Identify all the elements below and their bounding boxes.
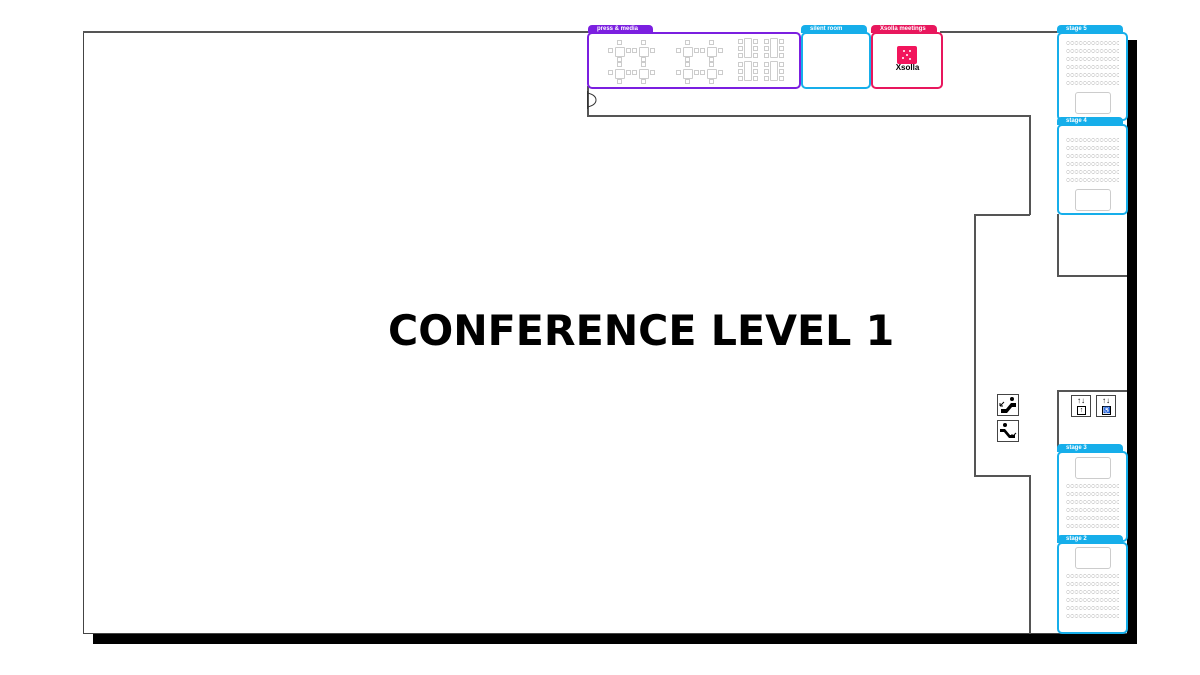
seat-row (1066, 41, 1119, 45)
seat-row (1066, 146, 1119, 150)
room-stage-5[interactable] (1057, 32, 1128, 121)
right-block-upper-bottom (1057, 275, 1127, 277)
long-table-icon (737, 38, 759, 58)
seat-row (1066, 508, 1119, 512)
room-label: silent room (810, 26, 843, 32)
seat-row (1066, 524, 1119, 528)
long-table-icon (763, 61, 785, 81)
table-icon (631, 40, 655, 62)
xsolla-logo-icon (897, 46, 917, 64)
seat-row (1066, 574, 1119, 578)
notch-left (974, 214, 976, 476)
seat-row (1066, 606, 1119, 610)
room-stage-4[interactable] (1057, 124, 1128, 215)
seat-row (1066, 73, 1119, 77)
seat-row (1066, 178, 1119, 182)
right-block-lower-left (1057, 390, 1059, 450)
room-label: stage 3 (1066, 445, 1087, 451)
seat-row (1066, 500, 1119, 504)
inner-right-wall-upper (1029, 115, 1031, 215)
table-icon (675, 62, 699, 84)
room-stage-2[interactable] (1057, 542, 1128, 634)
room-tab-press-media: press & media (588, 25, 653, 33)
seat-row (1066, 57, 1119, 61)
escalator-down-icon (997, 420, 1019, 442)
table-icon (675, 40, 699, 62)
stage-screen (1075, 547, 1111, 569)
long-table-icon (737, 61, 759, 81)
table-icon (607, 62, 631, 84)
room-press-media[interactable] (587, 32, 801, 89)
seat-row (1066, 484, 1119, 488)
floor-shadow-bottom (93, 633, 1137, 644)
room-silent-room[interactable] (801, 32, 871, 89)
notch-bottom (974, 475, 1030, 477)
seat-row (1066, 154, 1119, 158)
room-label: stage 4 (1066, 118, 1087, 124)
table-icon (607, 40, 631, 62)
seat-row (1066, 598, 1119, 602)
seat-row (1066, 49, 1119, 53)
seat-row (1066, 65, 1119, 69)
floor-shadow-right (1127, 40, 1137, 644)
room-tab-stage-4: stage 4 (1057, 117, 1123, 125)
room-tab-silent-room: silent room (801, 25, 867, 33)
table-icon (699, 40, 723, 62)
stage-screen (1075, 189, 1111, 211)
seat-row (1066, 162, 1119, 166)
stage-screen (1075, 457, 1111, 479)
right-block-lower-top (1057, 390, 1127, 392)
room-tab-stage-3: stage 3 (1057, 444, 1123, 452)
seat-row (1066, 138, 1119, 142)
long-table-icon (763, 38, 785, 58)
room-stage-3[interactable] (1057, 451, 1128, 542)
room-tab-stage-2: stage 2 (1057, 535, 1123, 543)
seat-row (1066, 590, 1119, 594)
top-wall-left (83, 31, 588, 33)
table-icon (699, 62, 723, 84)
inner-top-wall (587, 115, 1030, 117)
stage-screen (1075, 92, 1111, 114)
room-label: press & media (597, 26, 639, 32)
escalator-up-icon (997, 394, 1019, 416)
room-label: stage 5 (1066, 26, 1087, 32)
seat-row (1066, 614, 1119, 618)
xsolla-logo-text: Xsolla (895, 63, 920, 72)
seat-row (1066, 492, 1119, 496)
main-hall (83, 31, 588, 634)
seat-row (1066, 170, 1119, 174)
right-block-upper-left (1057, 214, 1059, 276)
room-tab-stage-5: stage 5 (1057, 25, 1123, 33)
seat-row (1066, 582, 1119, 586)
top-wall-mid (940, 31, 1058, 33)
elevator-accessible-icon: ↑↓ ♿ (1096, 395, 1116, 417)
door-icon (587, 91, 597, 109)
inner-right-wall-lower (1029, 475, 1031, 634)
table-icon (631, 62, 655, 84)
room-label: Xsolla meetings (880, 26, 926, 32)
hall-lower-body (588, 115, 1029, 634)
room-tab-xsolla-meetings: Xsolla meetings (871, 25, 937, 33)
notch-top (974, 214, 1030, 216)
elevator-icon: ↑↓ ↑ (1071, 395, 1091, 417)
room-label: stage 2 (1066, 536, 1087, 542)
floor-title: CONFERENCE LEVEL 1 (388, 306, 895, 355)
seat-row (1066, 81, 1119, 85)
seat-row (1066, 516, 1119, 520)
